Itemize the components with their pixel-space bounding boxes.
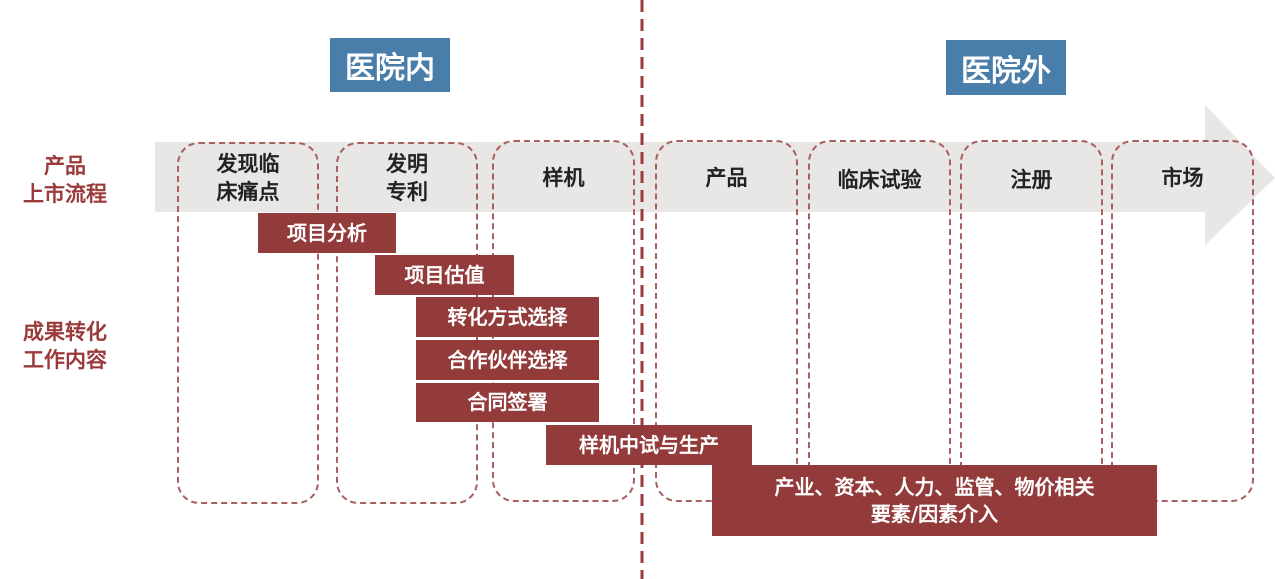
task-project-valuation: 项目估值 — [375, 255, 514, 295]
stage-title: 注册 — [1010, 168, 1053, 192]
stage-title: 产品 — [705, 166, 748, 190]
stage-column — [1111, 140, 1254, 502]
label-line: 工作内容 — [23, 348, 107, 372]
zone-outside-hospital: 医院外 — [946, 40, 1066, 95]
zone-inside-hospital: 医院内 — [330, 38, 450, 92]
stage-title-line: 发现临 — [216, 152, 280, 176]
stage-title: 样机 — [542, 166, 585, 190]
task-partner-selection: 合作伙伴选择 — [416, 340, 599, 380]
label-transfer-work: 成果转化工作内容 — [10, 318, 120, 374]
label-product-process: 产品上市流程 — [10, 152, 120, 208]
stage-title-line: 床痛点 — [216, 180, 280, 204]
task-external-factors: 产业、资本、人力、监管、物价相关要素/因素介入 — [712, 465, 1157, 536]
label-line: 产品 — [44, 154, 86, 178]
label-line: 成果转化 — [23, 320, 107, 344]
task-prototype-production: 样机中试与生产 — [546, 425, 752, 465]
stage-column — [177, 142, 319, 504]
stage-title: 发明专利 — [336, 148, 478, 208]
task-transfer-mode: 转化方式选择 — [416, 297, 599, 337]
stage-title-line: 发明 — [386, 152, 428, 176]
task-contract-signing: 合同签署 — [416, 383, 599, 422]
label-line: 上市流程 — [23, 182, 107, 206]
factors-line: 要素/因素介入 — [870, 501, 999, 526]
stage-title: 市场 — [1161, 166, 1204, 190]
task-project-analysis: 项目分析 — [258, 213, 396, 253]
stage-title-line: 专利 — [386, 180, 428, 204]
stage-title: 临床试验 — [837, 168, 922, 192]
stage-title: 发现临床痛点 — [177, 148, 319, 208]
factors-line: 产业、资本、人力、监管、物价相关 — [774, 474, 1095, 499]
